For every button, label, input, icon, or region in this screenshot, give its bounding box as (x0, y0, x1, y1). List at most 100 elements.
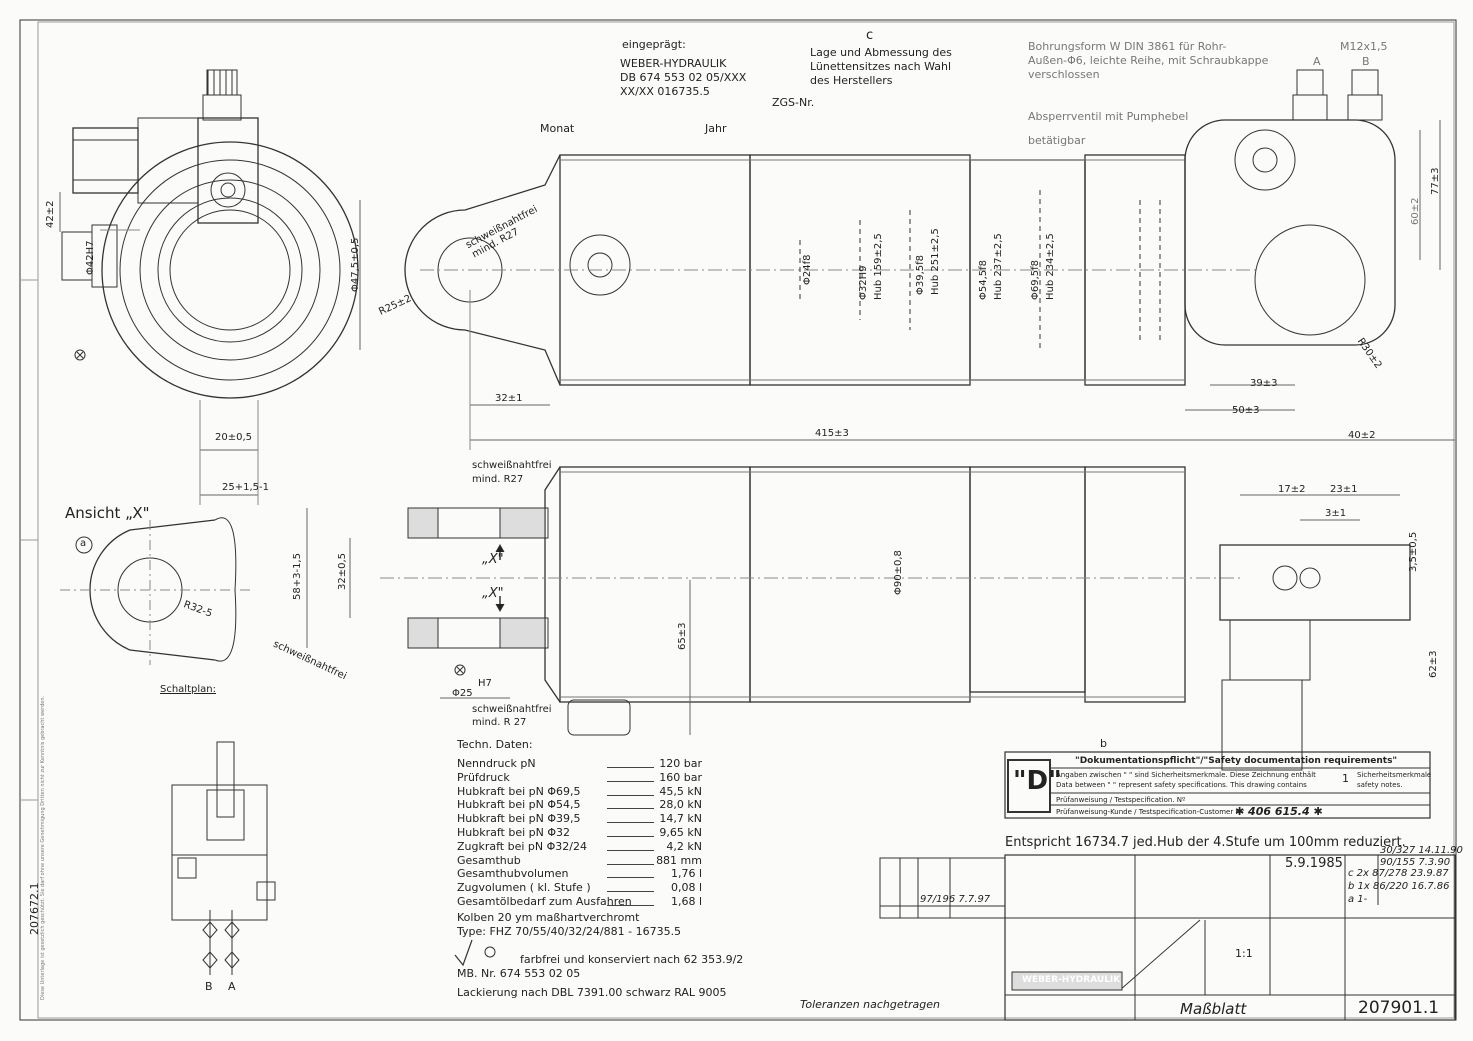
circuit-port-b: B (205, 980, 213, 993)
tech-row-leader (607, 836, 654, 837)
tech-kolben: Kolben 20 ym maßhartverchromt (457, 911, 640, 924)
tb-rev-c: c 2x 87/278 23.9.87 (1348, 868, 1449, 879)
dim-32h9: Φ32H9 (858, 265, 869, 300)
tb-scale: 1:1 (1235, 947, 1253, 960)
doc-merk-en: safety notes. (1357, 781, 1403, 789)
bohrung-note-3: verschlossen (1028, 68, 1100, 81)
circuit-port-a: A (228, 980, 236, 993)
inner-frame (37, 21, 1455, 1019)
tech-row: Zugvolumen ( kl. Stufe )0,08 l (457, 881, 702, 895)
tech-row-leader (607, 822, 654, 824)
dim-32-b: 32±0,5 (337, 552, 348, 590)
dim-39-5: Φ39,5f8 (915, 254, 926, 295)
stamp-label: eingeprägt: (622, 38, 686, 51)
dim-25-pin: Φ25 (452, 688, 473, 699)
doc-pruef-no: ✱ 406 615.4 ✱ (1235, 805, 1323, 818)
dim-17: 17±2 (1278, 484, 1306, 495)
x-marker-down: „X" (482, 586, 504, 601)
tech-type: Type: FHZ 70/55/40/32/24/881 - 16735.5 (457, 925, 682, 938)
tech-row-value: 0,08 l (670, 881, 702, 895)
ventil-note-2: betätigbar (1028, 134, 1086, 147)
x-marker-up: „X" (482, 552, 504, 567)
ansicht-title: Ansicht „X" (65, 504, 150, 522)
doc-line1-en: Data between " " represent safety specif… (1056, 781, 1307, 789)
hub-159: Hub 159±2,5 (873, 233, 884, 300)
tech-row-value: 9,65 kN (659, 826, 702, 839)
thread-label: M12x1,5 (1340, 40, 1388, 53)
dim-69-5: Φ69,5f8 (1030, 259, 1041, 300)
bohrung-note-2: Außen-Φ6, leichte Reihe, mit Schraubkapp… (1028, 54, 1269, 67)
dim-415: 415±3 (815, 428, 849, 439)
doc-block-lines (1004, 751, 1431, 819)
dim-h7: H7 (478, 678, 492, 689)
tech-row-label: Hubkraft bei pN Φ69,5 (457, 784, 581, 798)
bohrung-note-1: Bohrungsform W DIN 3861 für Rohr- (1028, 40, 1227, 53)
hub-251: Hub 251±2,5 (930, 228, 941, 295)
tech-row-label: Gesamthub (457, 853, 521, 867)
tb-number: 207901.1 (1358, 998, 1440, 1018)
tb-rev-a: a 1- (1348, 894, 1368, 905)
tech-row-label: Prüfdruck (457, 770, 510, 784)
tech-row-value: 28,0 kN (659, 798, 702, 812)
dim-40: 40±2 (1348, 430, 1376, 441)
tech-row-leader (607, 905, 654, 906)
circle-a-label: a (80, 538, 87, 549)
doc-pruef: Prüfanweisung / Testspecification. Nº (1056, 796, 1186, 804)
tech-row-value: 881 mm (656, 853, 702, 867)
dim-62: 62±3 (1428, 650, 1439, 678)
side-view-bottom (306, 466, 1411, 771)
tech-row-leader (607, 808, 654, 810)
tech-row-leader (607, 767, 654, 768)
tech-row: Hubkraft bei pN Φ32 9,65 kN (457, 826, 702, 840)
dim-54-5: Φ54,5f8 (978, 259, 989, 300)
d-mark: "D" (1013, 766, 1062, 796)
doc-title: "Dokumentationspflicht"/"Safety document… (1075, 756, 1398, 766)
dim-60: 60±2 (1410, 197, 1421, 225)
hub-237: Hub 237±2,5 (993, 233, 1004, 300)
dim-47-5: Φ47,5±0,5 (350, 237, 361, 292)
tech-row-label: Gesamtölbedarf zum Ausfahren (457, 895, 632, 908)
tech-row-label: Zugkraft bei pN Φ32/24 (457, 839, 587, 853)
dim-42h7: Φ42H7 (85, 240, 96, 275)
weld-top-1: schweißnahtfrei (472, 460, 552, 471)
tech-farbfrei: farbfrei und konserviert nach 62 353.9/2 (520, 953, 744, 966)
tech-row-value: 1,68 l (670, 895, 702, 908)
dim-23: 23±1 (1330, 484, 1358, 495)
dim-77: 77±3 (1430, 167, 1441, 195)
port-b-top: B (1362, 55, 1370, 68)
tb-rev-top2: 90/155 7.3.90 (1380, 857, 1451, 868)
tech-title: Techn. Daten: (457, 738, 533, 751)
tech-row: Hubkraft bei pN Φ69,5 45,5 kN (457, 785, 702, 799)
tech-row-leader (607, 877, 654, 879)
circle-c-label: c (866, 28, 874, 43)
tech-row-leader (607, 780, 654, 782)
dim-25: 25+1,5-1 (222, 482, 269, 493)
stamp-line-2: DB 674 553 02 05/XXX (620, 71, 747, 84)
tech-row-leader (607, 849, 654, 851)
lage-note-3: des Herstellers (810, 74, 893, 87)
tech-row-value: 160 bar (659, 770, 702, 784)
tech-mb: MB. Nr. 674 553 02 05 (457, 967, 581, 980)
doc-entspricht: Entspricht 16734.7 jed.Hub der 4.Stufe u… (1005, 835, 1406, 850)
tech-row-label: Nenndruck pN (457, 757, 536, 770)
jahr-label: Jahr (705, 122, 727, 135)
ventil-note-1: Absperrventil mit Pumphebel (1028, 110, 1189, 123)
tech-row: Gesamthub 881 mm (457, 854, 702, 868)
doc-merk-de: Sicherheitsmerkmale (1357, 771, 1432, 779)
dim-39: 39±3 (1250, 378, 1278, 389)
tech-row-label: Gesamthubvolumen (457, 867, 569, 881)
lage-note-2: Lünettensitzes nach Wahl (810, 60, 952, 73)
weld-top-2: mind. R27 (472, 474, 524, 485)
stamp-line-1: WEBER-HYDRAULIK (620, 57, 727, 70)
tech-row-value: 45,5 kN (659, 784, 702, 798)
tech-row-label: Hubkraft bei pN Φ32 (457, 826, 571, 839)
hub-234: Hub 234±2,5 (1045, 233, 1056, 300)
tb-date: 5.9.1985 (1285, 856, 1343, 871)
weld-bot-1: schweißnahtfrei (472, 704, 552, 715)
dim-20: 20±0,5 (215, 432, 253, 443)
monat-label: Monat (540, 122, 575, 135)
tech-row-leader (607, 891, 654, 893)
